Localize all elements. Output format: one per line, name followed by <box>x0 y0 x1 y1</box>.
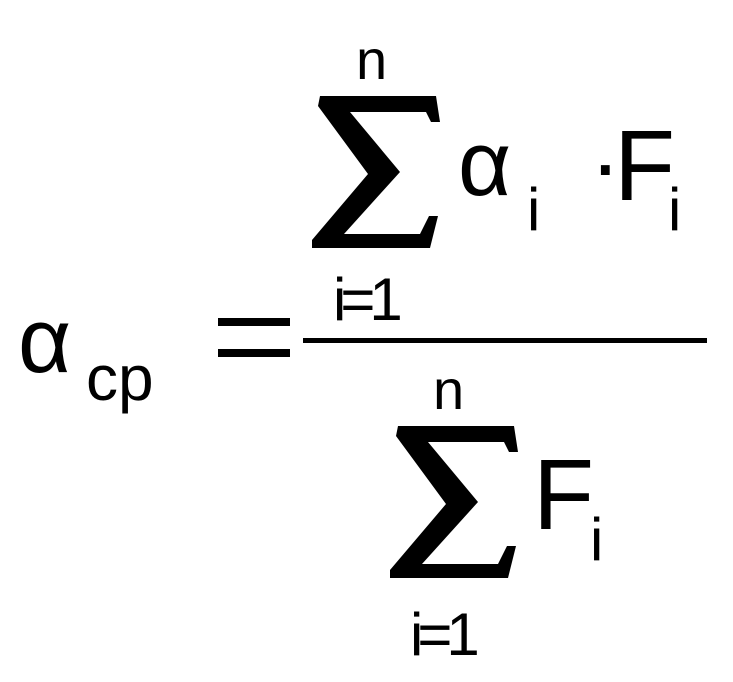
lhs-alpha: α <box>18 290 72 392</box>
numerator-alpha: α <box>458 113 512 215</box>
numerator-lower-limit: i=1 <box>333 266 403 333</box>
numerator-alpha-subscript: i <box>527 176 541 243</box>
denominator-f: F <box>533 439 595 551</box>
lhs-subscript: ср <box>86 342 154 414</box>
numerator-f-subscript: i <box>668 176 682 243</box>
fraction-bar <box>303 338 707 343</box>
numerator-upper-limit: n <box>356 28 388 91</box>
denominator-lower-limit: i=1 <box>410 601 480 668</box>
denominator-f-subscript: i <box>590 506 604 573</box>
denominator-upper-limit: n <box>433 358 465 421</box>
numerator-sigma-icon <box>312 96 440 248</box>
numerator-dot-operator: · <box>590 113 621 215</box>
numerator-f: F <box>614 110 676 222</box>
denominator-sigma-icon <box>390 426 518 578</box>
